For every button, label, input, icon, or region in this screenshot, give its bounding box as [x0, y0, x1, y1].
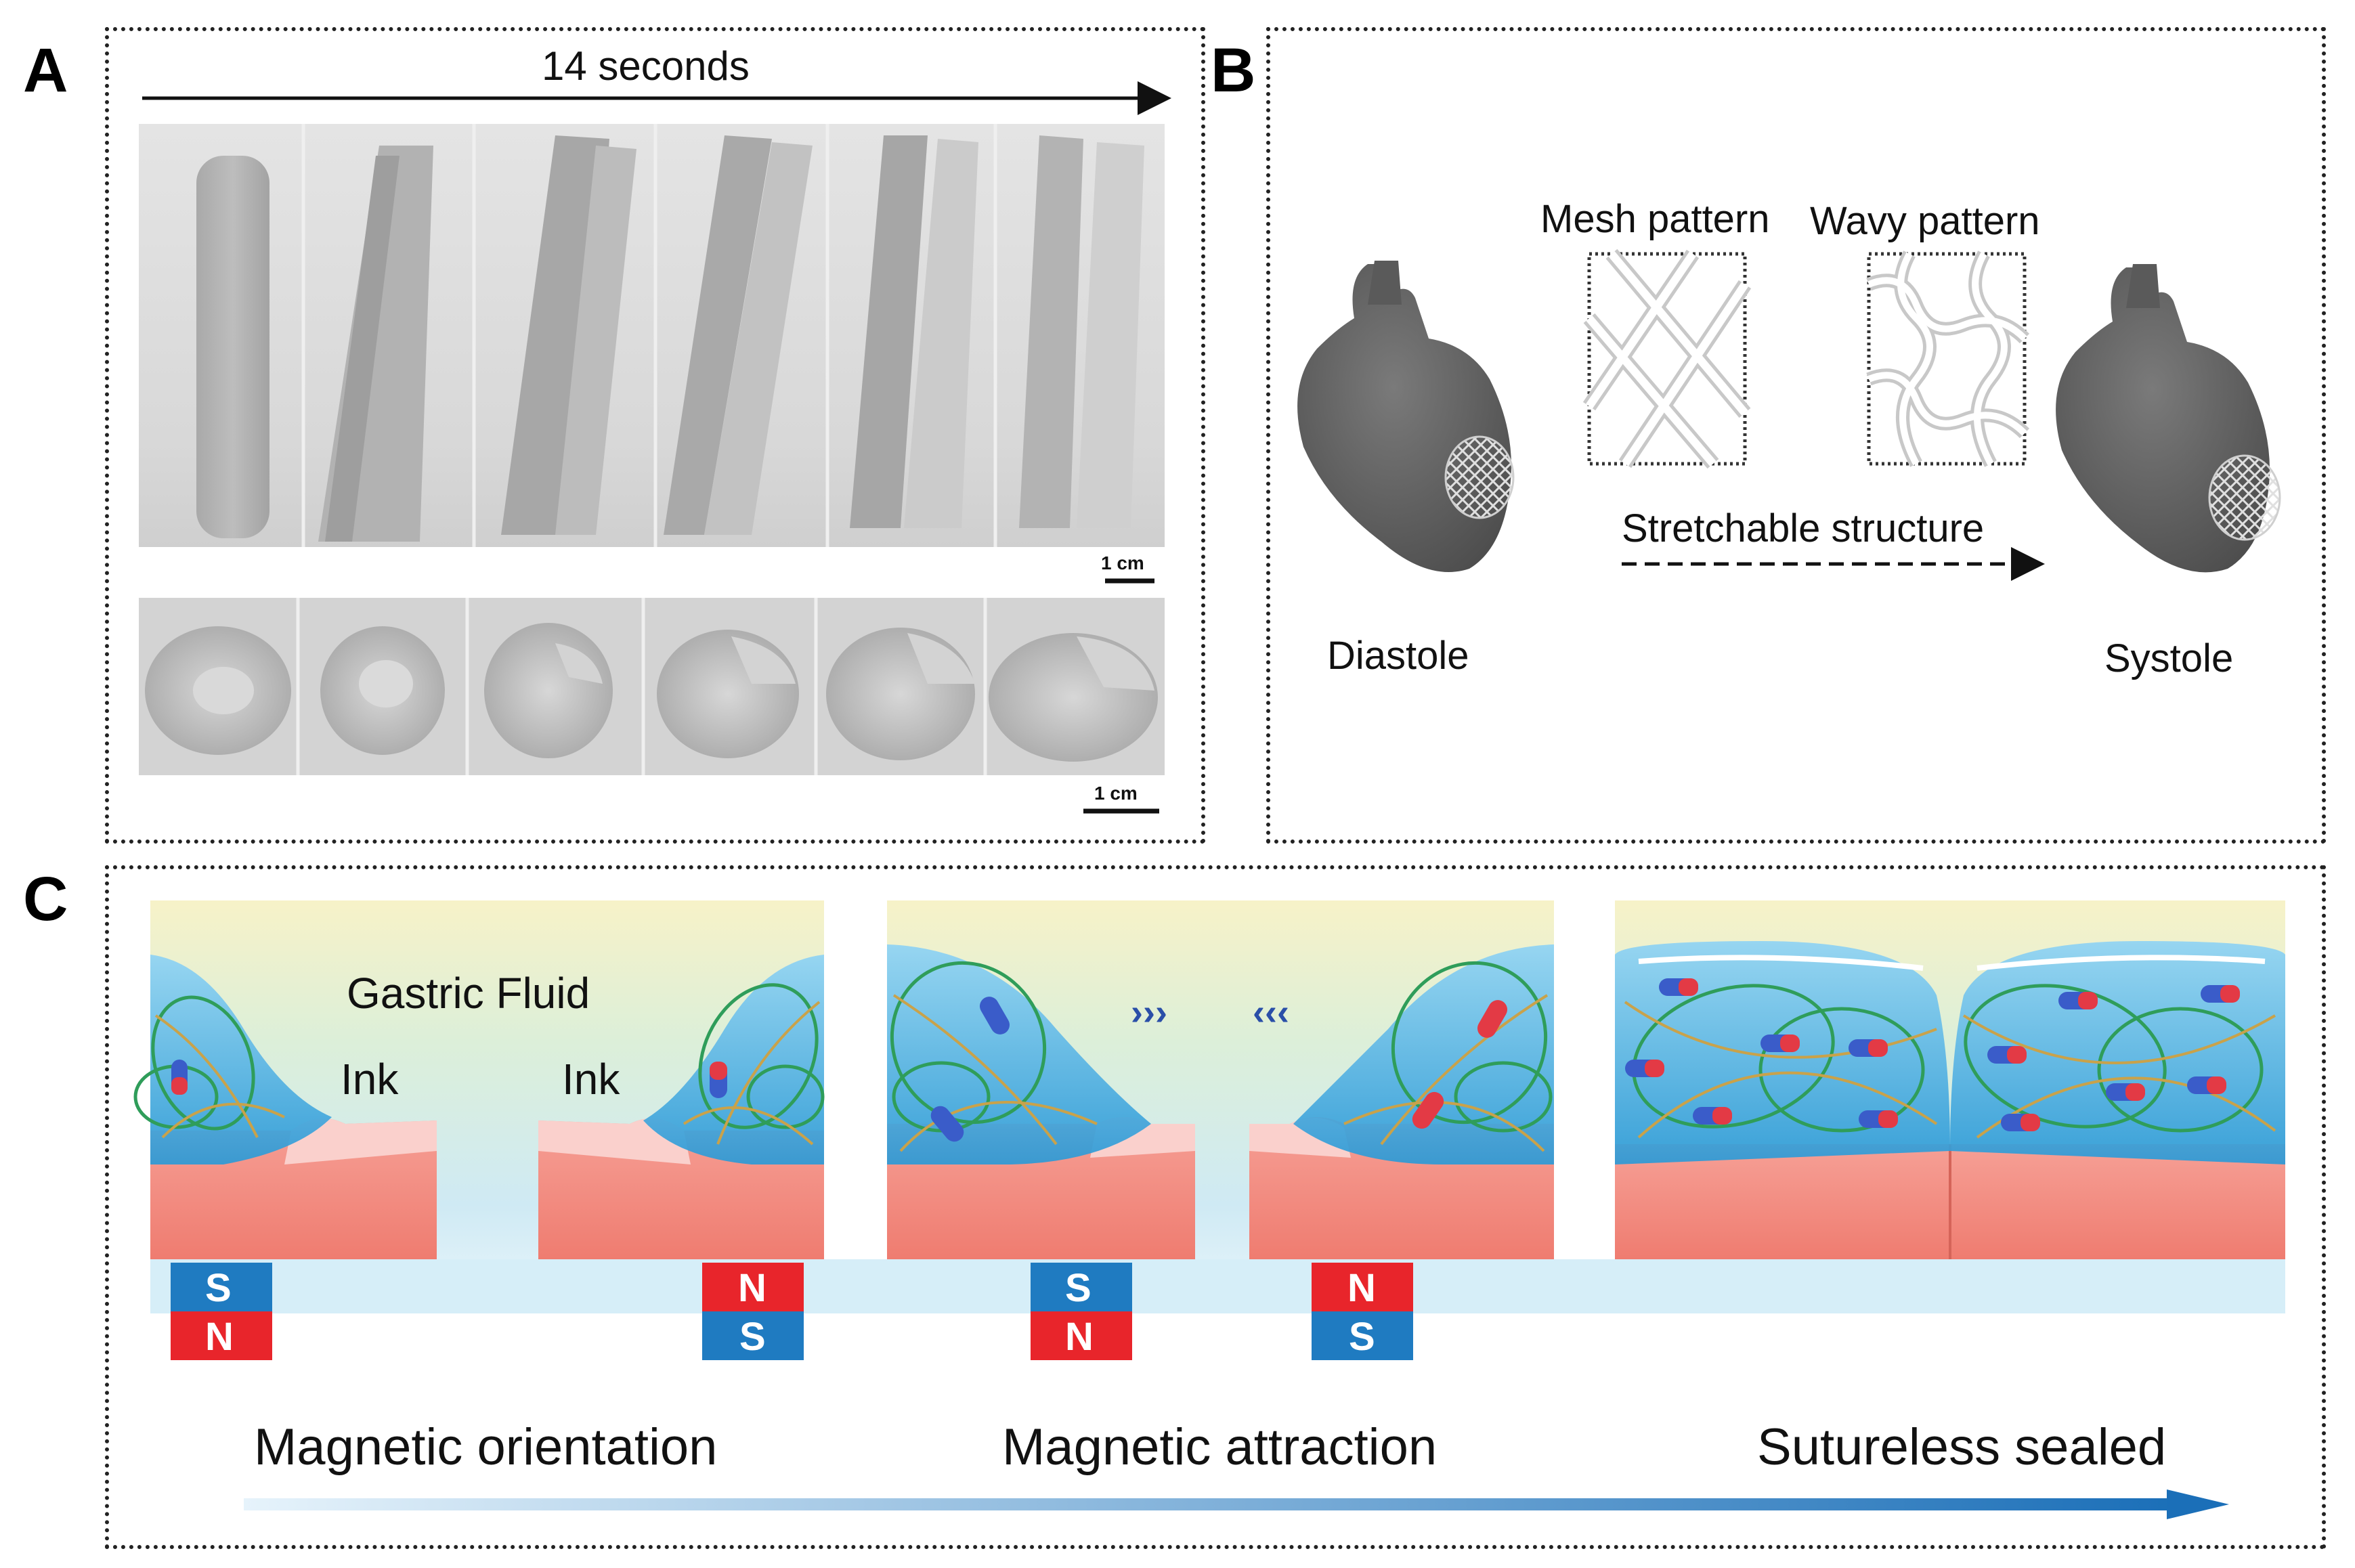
ink-label-left: Ink — [341, 1055, 399, 1104]
magnet-4-top: N — [1347, 1266, 1376, 1310]
time-label: 14 seconds — [542, 43, 750, 89]
chevrons-left: ‹‹‹ — [1253, 992, 1289, 1032]
magnet-3-top: S — [1065, 1266, 1092, 1310]
panel-letter-c: C — [23, 865, 68, 934]
magnet-3-bottom: N — [1065, 1315, 1094, 1359]
panel-b-frame — [1266, 27, 2326, 844]
panel-a-frame — [105, 27, 1205, 844]
scale-label-top: 1 cm — [1101, 552, 1144, 573]
step-sutureless-sealed: Sutureless sealed — [1757, 1418, 2167, 1476]
magnet-2-bottom: S — [739, 1315, 766, 1359]
magnet-2-top: N — [738, 1266, 766, 1310]
magnet-1-bottom: N — [205, 1315, 234, 1359]
ink-label-right: Ink — [562, 1055, 620, 1104]
magnet-4-bottom: S — [1349, 1315, 1375, 1359]
gastric-fluid-label: Gastric Fluid — [347, 969, 590, 1018]
step-magnetic-orientation: Magnetic orientation — [254, 1418, 718, 1476]
magnet-1-top: S — [205, 1266, 232, 1310]
panel-letter-b: B — [1211, 36, 1256, 105]
stretchable-label: Stretchable structure — [1622, 506, 1985, 550]
diastole-label: Diastole — [1327, 634, 1469, 678]
mesh-pattern-label: Mesh pattern — [1540, 197, 1770, 241]
wavy-pattern-label: Wavy pattern — [1810, 199, 2040, 243]
scale-label-bottom: 1 cm — [1094, 783, 1138, 804]
panel-letter-a: A — [23, 36, 68, 105]
panel-c-frame — [105, 865, 2326, 1549]
chevrons-right: ››› — [1131, 992, 1167, 1032]
systole-label: Systole — [2104, 636, 2234, 680]
step-magnetic-attraction: Magnetic attraction — [1002, 1418, 1438, 1476]
